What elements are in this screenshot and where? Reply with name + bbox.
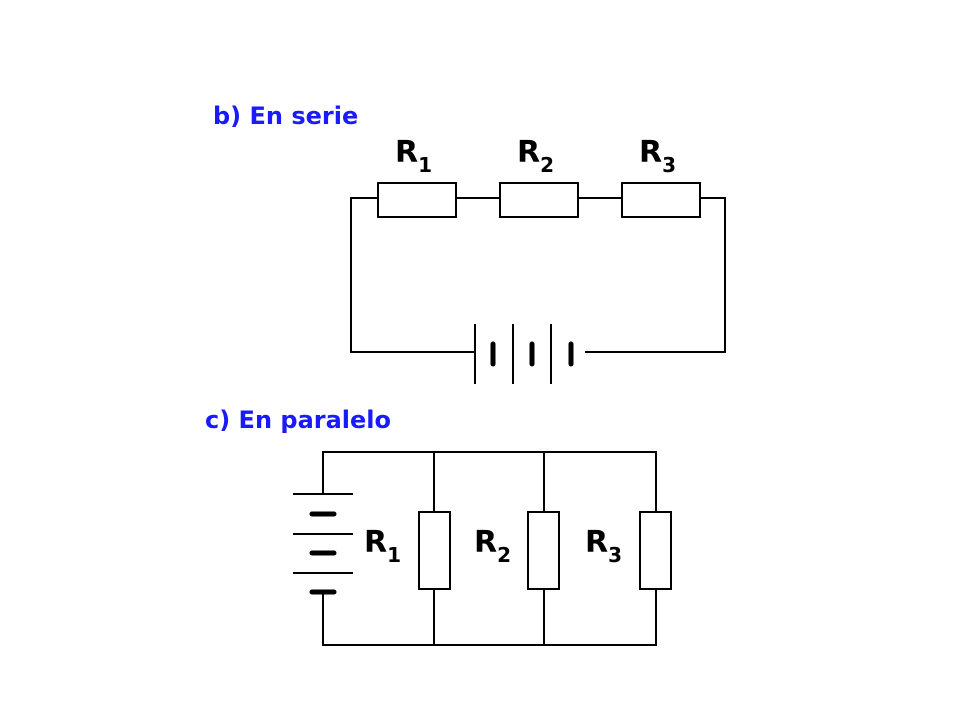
series-label-r2-letter: R xyxy=(517,135,540,170)
parallel-label-r1-subscript: 1 xyxy=(387,543,401,567)
parallel-resistor-r1 xyxy=(418,511,451,590)
parallel-label-r2-subscript: 2 xyxy=(497,543,511,567)
parallel-label-r2: R2 xyxy=(474,525,511,567)
series-heading: b) En serie xyxy=(213,102,358,130)
series-label-r2: R2 xyxy=(517,135,554,177)
parallel-wire-top xyxy=(322,451,657,494)
parallel-label-r3-subscript: 3 xyxy=(608,543,622,567)
series-label-r1-subscript: 1 xyxy=(418,153,432,177)
series-label-r2-subscript: 2 xyxy=(540,153,554,177)
series-label-r3-subscript: 3 xyxy=(662,153,676,177)
series-wire-loop xyxy=(350,197,726,353)
parallel-label-r1: R1 xyxy=(364,525,401,567)
parallel-heading: c) En paralelo xyxy=(205,406,391,434)
parallel-resistor-r3 xyxy=(639,511,672,590)
parallel-label-r1-letter: R xyxy=(364,525,387,560)
parallel-wire-bottom xyxy=(322,592,657,646)
series-battery-icon xyxy=(474,324,574,384)
parallel-label-r3: R3 xyxy=(585,525,622,567)
series-label-r3: R3 xyxy=(639,135,676,177)
series-resistor-r3 xyxy=(621,182,701,218)
parallel-battery-icon xyxy=(293,493,353,595)
parallel-label-r3-letter: R xyxy=(585,525,608,560)
series-label-r1-letter: R xyxy=(395,135,418,170)
series-circuit: b) En serie R1 R2 R3 xyxy=(213,102,726,384)
series-resistor-r1 xyxy=(377,182,457,218)
series-label-r3-letter: R xyxy=(639,135,662,170)
series-resistor-r2 xyxy=(499,182,579,218)
parallel-circuit: c) En paralelo R1 R2 R3 xyxy=(205,406,672,646)
series-label-r1: R1 xyxy=(395,135,432,177)
parallel-resistor-r2 xyxy=(527,511,560,590)
parallel-label-r2-letter: R xyxy=(474,525,497,560)
